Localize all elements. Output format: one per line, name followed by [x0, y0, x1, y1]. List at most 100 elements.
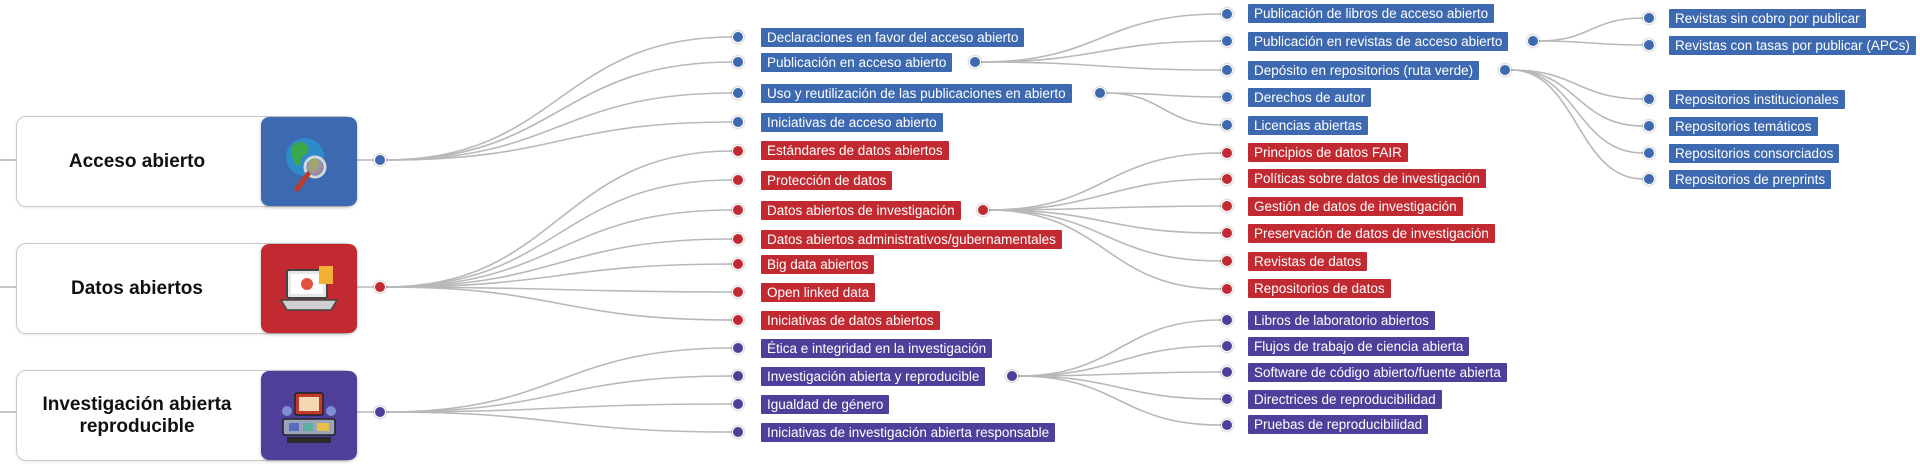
node-label-a2[interactable]: Publicación en acceso abierto: [761, 53, 953, 72]
node-dot[interactable]: [732, 286, 744, 298]
node-label-a23-1[interactable]: Repositorios institucionales: [1669, 90, 1845, 109]
node-dot[interactable]: [1643, 173, 1655, 185]
node-label-d1[interactable]: Estándares de datos abiertos: [761, 141, 949, 160]
node-dot[interactable]: [732, 145, 744, 157]
connector-line: [1538, 17, 1644, 42]
node-dot[interactable]: [732, 56, 744, 68]
expand-dot[interactable]: [1527, 35, 1539, 47]
node-dot[interactable]: [1221, 119, 1233, 131]
node-label-a3-2[interactable]: Licencias abiertas: [1248, 116, 1369, 135]
category-card-acceso-abierto[interactable]: Acceso abierto: [16, 116, 357, 207]
node-label-a22-1[interactable]: Revistas sin cobro por publicar: [1669, 9, 1866, 28]
node-label-a3[interactable]: Uso y reutilización de las publicaciones…: [761, 84, 1072, 103]
node-label-d7[interactable]: Iniciativas de datos abiertos: [761, 311, 940, 330]
expand-dot[interactable]: [1006, 370, 1018, 382]
node-label-d5[interactable]: Big data abiertos: [761, 255, 875, 274]
node-dot[interactable]: [1221, 227, 1233, 239]
connector-line: [385, 263, 733, 288]
node-dot[interactable]: [1221, 35, 1233, 47]
connector-line: [385, 92, 733, 161]
node-dot[interactable]: [732, 233, 744, 245]
node-label-a2-3[interactable]: Depósito en repositorios (ruta verde): [1248, 61, 1480, 80]
node-dot[interactable]: [732, 174, 744, 186]
connector-line: [1017, 371, 1222, 377]
node-dot[interactable]: [1221, 147, 1233, 159]
expand-dot[interactable]: [977, 204, 989, 216]
node-label-a23-2[interactable]: Repositorios temáticos: [1669, 117, 1818, 136]
node-dot[interactable]: [1221, 64, 1233, 76]
node-label-a2-2[interactable]: Publicación en revistas de acceso abiert…: [1248, 32, 1509, 51]
node-label-i2-4[interactable]: Directrices de reproducibilidad: [1248, 390, 1442, 409]
node-dot[interactable]: [1221, 173, 1233, 185]
branch-dot[interactable]: [374, 281, 386, 293]
node-dot[interactable]: [732, 398, 744, 410]
node-dot[interactable]: [1221, 283, 1233, 295]
node-label-d3-5[interactable]: Revistas de datos: [1248, 252, 1368, 271]
node-dot[interactable]: [732, 370, 744, 382]
node-label-d3-4[interactable]: Preservación de datos de investigación: [1248, 224, 1495, 243]
node-label-a4[interactable]: Iniciativas de acceso abierto: [761, 113, 943, 132]
node-label-a2-1[interactable]: Publicación de libros de acceso abierto: [1248, 4, 1495, 23]
node-dot[interactable]: [1221, 8, 1233, 20]
node-dot[interactable]: [732, 426, 744, 438]
lab-equipment-icon: [261, 371, 357, 460]
branch-dot[interactable]: [374, 154, 386, 166]
node-dot[interactable]: [1643, 93, 1655, 105]
node-dot[interactable]: [732, 342, 744, 354]
node-label-d3-2[interactable]: Políticas sobre datos de investigación: [1248, 169, 1486, 188]
node-dot[interactable]: [1221, 340, 1233, 352]
connector-line: [385, 209, 733, 288]
node-label-i1[interactable]: Ética e integridad en la investigación: [761, 339, 993, 358]
node-label-a22-2[interactable]: Revistas con tasas por publicar (APCs): [1669, 36, 1916, 55]
node-label-i2[interactable]: Investigación abierta y reproducible: [761, 367, 986, 386]
connector-line: [988, 209, 1222, 234]
connector-line: [385, 403, 733, 413]
node-dot[interactable]: [1221, 91, 1233, 103]
node-label-i4[interactable]: Iniciativas de investigación abierta res…: [761, 423, 1056, 442]
node-label-i2-3[interactable]: Software de código abierto/fuente abiert…: [1248, 363, 1507, 382]
category-card-investigacion-abierta[interactable]: Investigación abierta reproducible: [16, 370, 357, 461]
connector-line: [980, 61, 1222, 71]
node-dot[interactable]: [1643, 120, 1655, 132]
node-label-d3-6[interactable]: Repositorios de datos: [1248, 279, 1391, 298]
connector-line: [980, 40, 1222, 63]
branch-dot[interactable]: [374, 406, 386, 418]
node-dot[interactable]: [732, 204, 744, 216]
node-label-i2-2[interactable]: Flujos de trabajo de ciencia abierta: [1248, 337, 1470, 356]
node-dot[interactable]: [732, 116, 744, 128]
expand-dot[interactable]: [969, 56, 981, 68]
node-label-a1[interactable]: Declaraciones en favor del acceso abiert…: [761, 28, 1025, 47]
node-dot[interactable]: [1221, 419, 1233, 431]
node-dot[interactable]: [1643, 39, 1655, 51]
node-dot[interactable]: [732, 314, 744, 326]
node-dot[interactable]: [1221, 200, 1233, 212]
node-label-d6[interactable]: Open linked data: [761, 283, 876, 302]
expand-dot[interactable]: [1499, 64, 1511, 76]
node-dot[interactable]: [1221, 255, 1233, 267]
node-label-i2-5[interactable]: Pruebas de reproducibilidad: [1248, 415, 1429, 434]
node-label-d3-3[interactable]: Gestión de datos de investigación: [1248, 197, 1463, 216]
node-label-i2-1[interactable]: Libros de laboratorio abiertos: [1248, 311, 1435, 330]
node-label-d3-1[interactable]: Principios de datos FAIR: [1248, 143, 1408, 162]
node-label-d2[interactable]: Protección de datos: [761, 171, 893, 190]
category-card-datos-abiertos[interactable]: Datos abiertos: [16, 243, 357, 334]
node-label-a23-4[interactable]: Repositorios de preprints: [1669, 170, 1832, 189]
node-dot[interactable]: [732, 87, 744, 99]
expand-dot[interactable]: [1094, 87, 1106, 99]
node-label-i3[interactable]: Igualdad de género: [761, 395, 890, 414]
node-label-a23-3[interactable]: Repositorios consorciados: [1669, 144, 1840, 163]
node-dot[interactable]: [732, 31, 744, 43]
node-label-a3-1[interactable]: Derechos de autor: [1248, 88, 1372, 107]
connector-line: [1105, 92, 1222, 126]
node-dot[interactable]: [1643, 12, 1655, 24]
connector-line: [385, 375, 733, 413]
node-dot[interactable]: [1221, 314, 1233, 326]
node-dot[interactable]: [1221, 366, 1233, 378]
node-dot[interactable]: [1221, 393, 1233, 405]
category-title: Datos abiertos: [71, 277, 203, 299]
connector-line: [385, 179, 733, 288]
node-label-d3[interactable]: Datos abiertos de investigación: [761, 201, 961, 220]
node-dot[interactable]: [1643, 147, 1655, 159]
node-label-d4[interactable]: Datos abiertos administrativos/gubername…: [761, 230, 1062, 249]
node-dot[interactable]: [732, 258, 744, 270]
